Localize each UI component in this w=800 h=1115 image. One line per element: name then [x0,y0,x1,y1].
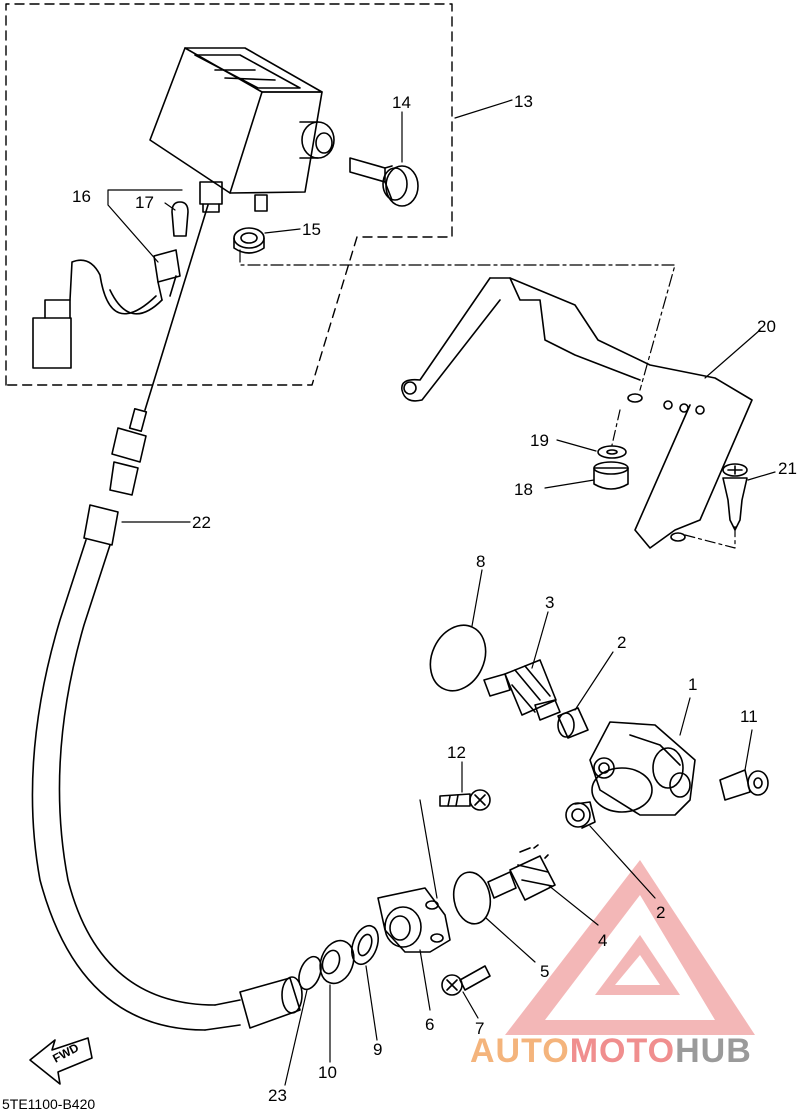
tapping-screw [441,965,491,996]
callout-11: 11 [740,707,758,726]
callout-5: 5 [540,962,550,981]
callout-23: 23 [268,1086,287,1105]
callout-16: 16 [72,187,91,206]
trip-knob [349,157,419,207]
callout-15: 15 [302,220,321,239]
meter-bracket [401,277,753,549]
callout-19: 19 [530,431,549,450]
watermark-logo-icon [505,860,755,1035]
callout-1: 1 [688,675,698,694]
callout-17: 17 [135,193,154,212]
gear-unit-body [589,721,696,816]
callout-8: 8 [476,552,486,571]
callout-2-upper: 2 [617,633,627,652]
callout-2-lower: 2 [656,903,666,922]
callout-14: 14 [392,93,411,112]
speedometer-assembly [149,47,335,213]
callout-6: 6 [425,1015,435,1034]
drawing-code: 5TE1100-B420 [2,1096,96,1112]
socket-bolt [719,769,769,801]
callout-12: 12 [447,743,466,762]
speedometer-cable [31,204,303,1031]
bulb-and-socket [32,201,189,369]
callout-20: 20 [757,317,776,336]
washer-and-nut [593,409,629,490]
bushing-upper [557,707,589,739]
callout-3: 3 [545,593,555,612]
driven-gear [483,659,561,721]
callout-18: 18 [514,480,533,499]
pan-head-screw [439,789,491,811]
instrument-group-boundary [5,3,453,386]
alignment-line [239,249,676,391]
bushing-lower [565,801,596,829]
brand-part-moto: MOTO [569,1032,676,1070]
callout-10: 10 [318,1063,337,1082]
callout-13: 13 [514,92,533,111]
callout-9: 9 [373,1040,383,1059]
clip-screw [722,463,748,531]
callout-22: 22 [192,513,211,532]
drive-gear [487,844,556,901]
gear-housing [377,887,451,953]
callout-4: 4 [598,931,608,950]
watermark-brand: AUTOMOTOHUB [470,1032,752,1071]
callout-7: 7 [475,1019,485,1038]
callout-21: 21 [778,459,797,478]
leader-16-17 [107,189,183,263]
plain-washer [351,924,379,966]
large-o-ring [429,624,487,692]
housing-o-ring [452,871,492,925]
o-ring [298,955,322,991]
brand-part-hub: HUB [675,1032,752,1070]
grommet [233,227,265,254]
fwd-arrow-icon [29,1037,93,1085]
brand-part-auto: AUTO [470,1032,570,1070]
oil-seal [319,939,355,985]
